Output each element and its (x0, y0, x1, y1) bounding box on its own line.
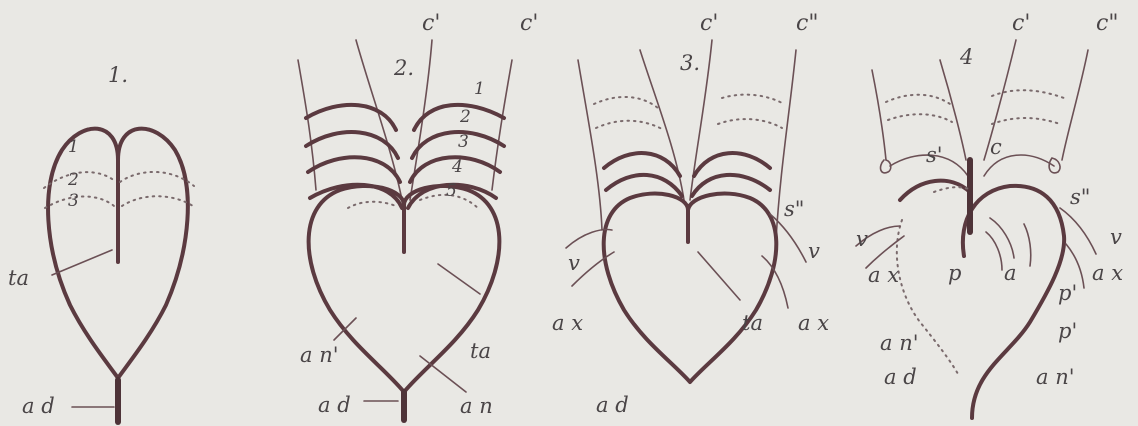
arch-dotted-right-2 (992, 118, 1060, 124)
ta-pointer (52, 250, 112, 275)
label-ad: a d (884, 365, 917, 389)
label-ax-right: a x (1092, 261, 1123, 285)
arch-left-2 (306, 132, 398, 158)
top-label-c1: c' (700, 11, 718, 36)
label-ax-left: a x (868, 263, 899, 287)
label-p-prime-1: p' (1058, 281, 1077, 305)
vessel-left-outer (578, 60, 602, 230)
vessel-left-outer (872, 70, 886, 160)
panel-2: c' c' 2. 1 2 3 4 5 a n' ta a d a n (298, 11, 538, 420)
pulmonary-branch-2 (986, 232, 1002, 270)
s-prime-loop-left (881, 160, 891, 173)
arch-label-2: 2 (459, 107, 471, 127)
label-ad: a d (318, 393, 351, 417)
panel-number: 3. (680, 51, 700, 75)
panel-1: 1. 1 2 3 ta a d (8, 63, 194, 422)
label-ta: ta (470, 339, 491, 363)
label-v-right: v (1110, 225, 1122, 249)
panel-number: 2. (393, 56, 414, 80)
label-a: a (1004, 261, 1017, 285)
label-an: a n (460, 394, 493, 418)
label-ax-left: a x (552, 311, 583, 335)
arch-label-1: 1 (474, 79, 485, 99)
arch-dotted-left-2 (888, 114, 952, 122)
label-ta: ta (8, 266, 29, 290)
arch-right-1 (414, 105, 504, 130)
label-s-double: s" (1070, 185, 1090, 209)
vessel-left-inner (940, 60, 966, 160)
arch-dotted-right-1 (722, 95, 784, 104)
top-label-c2: c" (1096, 11, 1118, 36)
pulmonary-branch-1 (990, 218, 1014, 258)
panel-number: 1. (108, 63, 128, 87)
arch-dotted-left-2 (596, 121, 664, 130)
label-c: c (990, 135, 1002, 159)
arch-label-5: 5 (446, 181, 457, 201)
label-ta: ta (742, 311, 763, 335)
label-an: a n' (880, 331, 919, 355)
arch-dotted-left-1 (886, 95, 950, 104)
top-label-c2: c" (796, 11, 818, 36)
heart-tube-outline (604, 194, 777, 382)
arch-dotted-right-2 (718, 119, 782, 128)
pulmonary-branch-3 (1024, 224, 1031, 266)
label-s-prime: s' (926, 143, 943, 167)
arch-label-4: 4 (451, 157, 463, 177)
arch-left-2 (900, 181, 970, 200)
arch-dotted-left-1 (594, 97, 658, 108)
arch-left-3 (308, 157, 400, 182)
label-v-right: v (808, 239, 820, 263)
arch-label-3: 3 (68, 191, 79, 211)
panel-4: c' c" 4 s' c s" v v a x a x p a p' p' a … (856, 11, 1123, 418)
top-label-c1: c' (1012, 11, 1030, 36)
top-label-c2: c' (520, 11, 538, 36)
an-pointer (420, 356, 466, 392)
label-ad: a d (22, 394, 55, 418)
heart-tube-outline (48, 129, 188, 378)
arch-label-3: 3 (458, 132, 469, 152)
label-v-left: v (856, 227, 868, 251)
ta-pointer (438, 264, 480, 294)
label-p-prime-2: p' (1058, 319, 1077, 343)
arch-left-5-dotted (348, 202, 396, 208)
arch-left-1 (604, 153, 680, 176)
ta-pointer (698, 252, 740, 300)
panel-3: c' c" 3. s" v v a x a x ta a d (552, 11, 829, 417)
label-anp: a n' (1036, 365, 1075, 389)
arch-label-1: 1 (68, 137, 79, 157)
arch-right-1 (694, 153, 770, 176)
label-p: p (948, 261, 961, 285)
label-ad: a d (596, 393, 629, 417)
label-ax-right: a x (798, 311, 829, 335)
label-v-left: v (568, 251, 580, 275)
top-label-c1: c' (422, 11, 440, 36)
panel-number: 4 (959, 45, 973, 69)
vessel-right-outer (1062, 50, 1088, 160)
label-s-double: s" (784, 197, 804, 221)
label-anp: a n' (300, 343, 339, 367)
arch-label-2: 2 (67, 170, 79, 190)
